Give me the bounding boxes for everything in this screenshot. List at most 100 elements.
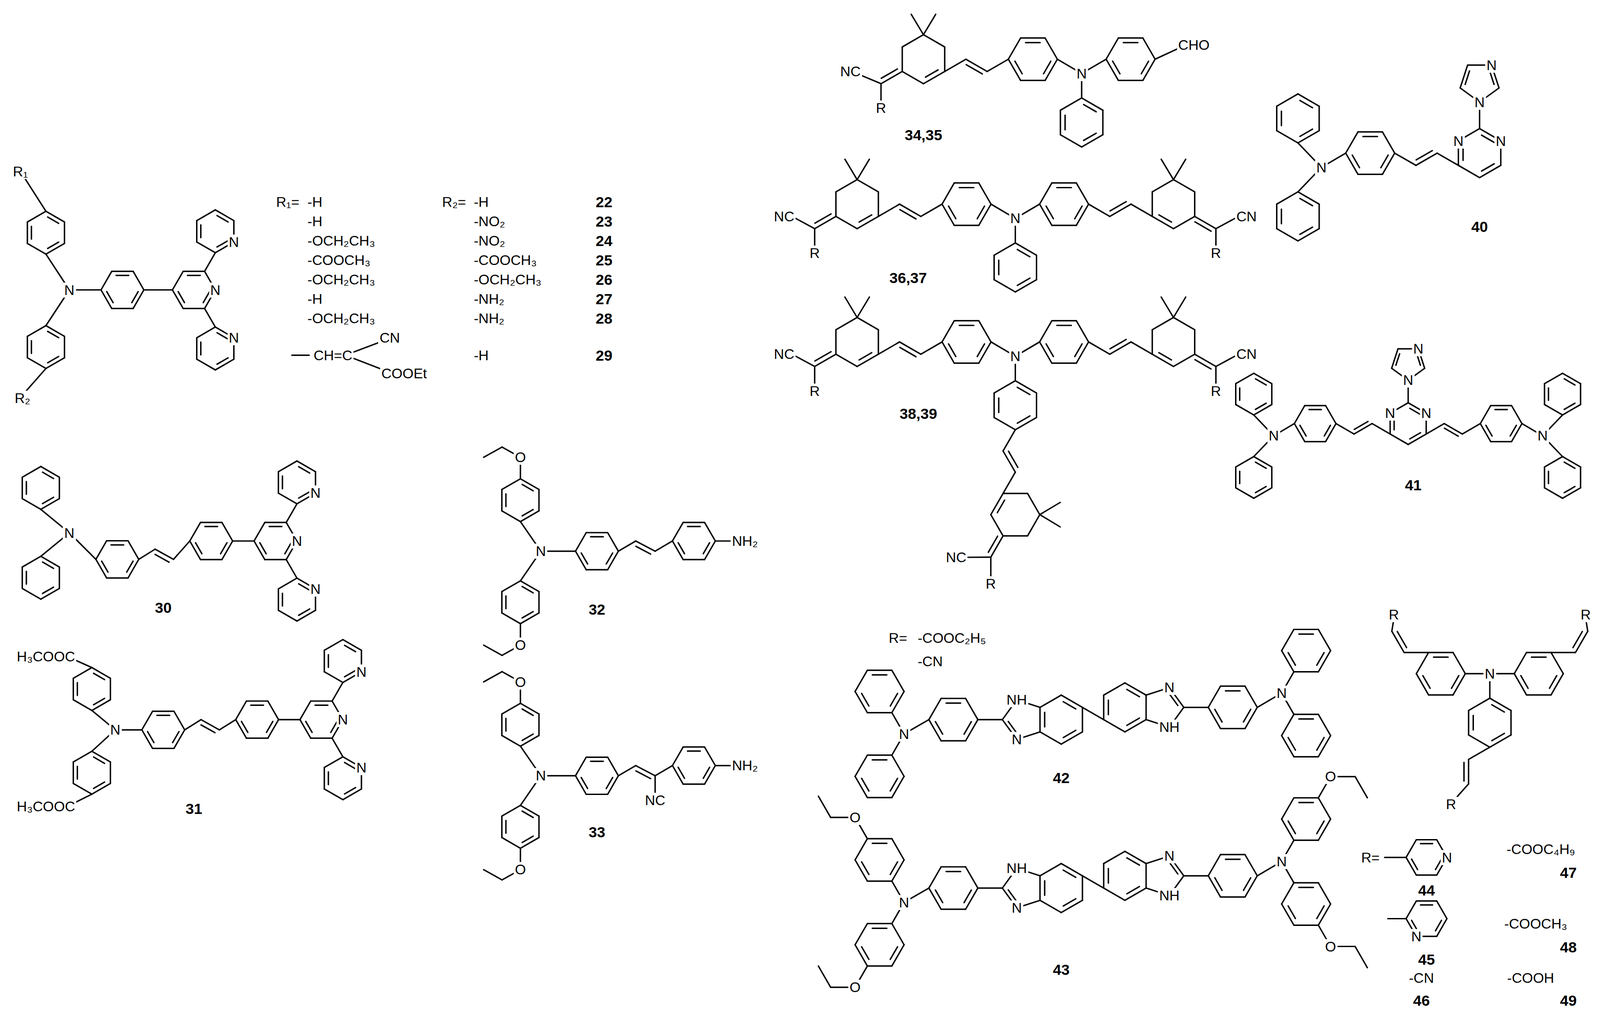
bond-line <box>1102 110 1104 135</box>
substituent-text: -NH₂ <box>472 291 506 307</box>
bond-line <box>1276 191 1299 205</box>
bond-line <box>703 542 710 554</box>
bond-line <box>1318 903 1331 925</box>
bond-line <box>1235 466 1237 488</box>
compound-number: 48 <box>1558 938 1578 955</box>
bond-line <box>1220 727 1246 730</box>
bond-line <box>183 307 205 309</box>
bond-line <box>1397 631 1407 648</box>
bond-line <box>867 754 893 756</box>
bond-line <box>27 211 46 222</box>
bond-line <box>195 542 202 554</box>
bond-line <box>1422 675 1431 689</box>
bond-line <box>1060 134 1082 148</box>
atom-label: CHO <box>1176 37 1211 53</box>
bond-line <box>155 554 170 562</box>
bond-line <box>522 484 534 491</box>
bond-line <box>232 539 255 542</box>
bond-line <box>93 781 105 789</box>
atom-label: NC <box>772 208 796 224</box>
bond-line <box>1318 650 1331 672</box>
bond-line <box>246 737 268 739</box>
bond-line <box>1045 206 1054 220</box>
bond-line <box>867 922 893 924</box>
atom-label: NC <box>772 346 796 362</box>
bond-line <box>189 522 201 541</box>
bond-line <box>704 765 716 784</box>
bond-line <box>1127 689 1140 697</box>
bond-line <box>178 291 185 303</box>
bond-line <box>30 340 33 354</box>
atom-label: N <box>1411 341 1425 357</box>
bond-line <box>1354 946 1368 968</box>
bond-line <box>1040 900 1062 913</box>
substituent-text: -OCH₂CH₃ <box>472 271 543 287</box>
bond-line <box>1382 152 1395 175</box>
bond-line <box>1142 59 1156 81</box>
bond-line <box>1027 493 1040 515</box>
bond-line <box>1081 97 1103 111</box>
bond-line <box>1243 709 1251 722</box>
bond-line <box>814 351 832 361</box>
bond-line <box>954 320 979 322</box>
atom-label: N <box>534 767 547 783</box>
bond-line <box>607 775 619 794</box>
bond-line <box>253 522 265 541</box>
bond-line <box>1489 698 1511 711</box>
atom-label: N <box>1485 57 1499 73</box>
bond-line <box>281 593 283 607</box>
bond-line <box>1015 61 1023 75</box>
bond-line <box>1003 492 1028 494</box>
bond-line <box>872 759 887 761</box>
bond-line <box>1462 423 1481 435</box>
bond-line <box>502 837 521 849</box>
bond-line <box>22 556 41 567</box>
bond-line <box>1039 514 1061 527</box>
bond-line <box>1298 886 1314 888</box>
bond-line <box>899 342 921 355</box>
atom-label: N <box>1010 731 1024 747</box>
bond-line <box>1245 875 1258 897</box>
bond-line <box>200 521 223 523</box>
bond-line <box>1020 37 1046 39</box>
bond-line <box>25 481 27 495</box>
bond-line <box>944 59 966 72</box>
atom-label: R <box>1579 606 1593 622</box>
bond-line <box>1194 353 1217 367</box>
bond-line <box>1017 386 1031 395</box>
bond-line <box>200 342 202 355</box>
bond-line <box>22 588 41 600</box>
atom-label: N <box>227 330 241 346</box>
bond-line <box>1235 456 1254 468</box>
bond-line <box>76 682 79 696</box>
bond-line <box>928 866 942 888</box>
bond-line <box>1112 61 1120 75</box>
bond-line <box>1118 79 1143 82</box>
bond-line <box>1076 320 1089 342</box>
bond-line <box>1173 179 1195 192</box>
bond-line <box>993 255 995 280</box>
bond-line <box>1575 631 1588 653</box>
bond-line <box>1235 404 1254 416</box>
compound-number: 27 <box>594 290 614 307</box>
bond-line <box>1051 320 1077 322</box>
compound-number: 23 <box>594 213 614 230</box>
bond-line <box>1194 216 1217 229</box>
bond-line <box>200 558 223 560</box>
bond-line <box>152 710 175 712</box>
atom-label: CN <box>1235 346 1258 362</box>
bond-line <box>1444 427 1459 436</box>
atom-label: N <box>308 485 322 501</box>
bond-line <box>47 216 59 224</box>
bond-line <box>520 703 540 714</box>
bond-line <box>141 710 153 730</box>
bond-line <box>1318 818 1331 841</box>
bond-line <box>1127 857 1140 865</box>
bond-line <box>581 777 588 789</box>
bond-line <box>935 889 943 903</box>
atom-label: NH <box>1005 860 1029 876</box>
bond-line <box>1081 706 1083 732</box>
bond-line <box>1485 425 1493 436</box>
bond-line <box>1183 874 1209 877</box>
bond-line <box>990 514 1004 536</box>
